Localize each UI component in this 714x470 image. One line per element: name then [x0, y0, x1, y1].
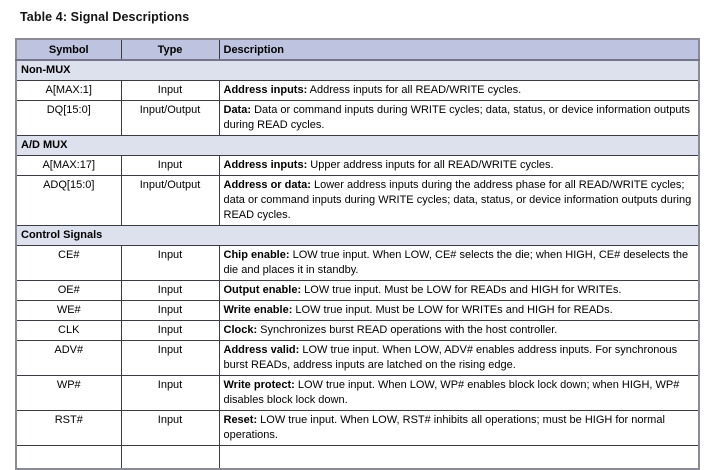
symbol-cell: A[MAX:1]: [15, 80, 122, 101]
description-cell: Write enable: LOW true input. Must be LO…: [218, 300, 700, 321]
description-lead: Clock:: [223, 324, 258, 336]
column-header-symbol: Symbol: [15, 38, 122, 61]
description-lead: Write protect:: [223, 379, 295, 391]
description-cell: Output enable: LOW true input. Must be L…: [218, 280, 700, 301]
table-header: Symbol Type Description: [15, 38, 700, 61]
type-cell: Input: [120, 80, 220, 101]
symbol-cell: WE#: [15, 300, 122, 321]
description-lead: Reset:: [223, 414, 258, 426]
description-cell: Address inputs: Upper address inputs for…: [218, 155, 700, 176]
type-cell: Input: [120, 300, 220, 321]
symbol-cell: CLK: [15, 320, 122, 341]
description-cell: Write protect: LOW true input. When LOW,…: [218, 375, 700, 411]
type-cell: Input: [120, 320, 220, 341]
column-header-description: Description: [218, 38, 700, 61]
description-lead: Chip enable:: [223, 249, 290, 261]
partial-row-cutoff: [15, 445, 700, 470]
type-cell-empty: [120, 445, 220, 470]
description-cell: Address valid: LOW true input. When LOW,…: [218, 340, 700, 376]
description-cell: Address inputs: Address inputs for all R…: [218, 80, 700, 101]
symbol-cell: ADV#: [15, 340, 122, 376]
header-row: Symbol Type Description: [15, 38, 700, 61]
type-cell: Input: [120, 375, 220, 411]
column-header-type: Type: [120, 38, 220, 61]
description-lead: Output enable:: [223, 284, 302, 296]
type-cell: Input: [120, 245, 220, 281]
type-cell: Input: [120, 155, 220, 176]
symbol-cell-empty: [15, 445, 122, 470]
symbol-cell: ADQ[15:0]: [15, 175, 122, 226]
type-cell: Input: [120, 340, 220, 376]
symbol-cell: WP#: [15, 375, 122, 411]
description-cell: Address or data: Lower address inputs du…: [218, 175, 700, 226]
description-cell: Chip enable: LOW true input. When LOW, C…: [218, 245, 700, 281]
section-label: Non-MUX: [15, 59, 700, 81]
description-cell-empty: [218, 445, 700, 470]
description-lead: Address valid:: [223, 344, 300, 356]
section-row-non-mux: Non-MUX: [15, 59, 700, 81]
table-title: Table 4: Signal Descriptions: [20, 10, 190, 24]
section-row-control-signals: Control Signals: [15, 225, 700, 246]
description-lead: Write enable:: [223, 304, 293, 316]
description-lead: Data:: [223, 104, 252, 116]
description-lead: Address or data:: [223, 179, 311, 191]
section-label: Control Signals: [15, 225, 700, 246]
section-label: A/D MUX: [15, 135, 700, 156]
symbol-cell: RST#: [15, 410, 122, 446]
description-lead: Address inputs:: [223, 159, 308, 171]
section-row-a-d-mux: A/D MUX: [15, 135, 700, 156]
type-cell: Input/Output: [120, 175, 220, 226]
description-cell: Data: Data or command inputs during WRIT…: [218, 100, 700, 136]
symbol-cell: DQ[15:0]: [15, 100, 122, 136]
description-cell: Clock: Synchronizes burst READ operation…: [218, 320, 700, 341]
type-cell: Input: [120, 410, 220, 446]
description-lead: Address inputs:: [223, 84, 308, 96]
type-cell: Input: [120, 280, 220, 301]
page: { "title": "Table 4: Signal Descriptions…: [15, 10, 700, 470]
type-cell: Input/Output: [120, 100, 220, 136]
symbol-cell: OE#: [15, 280, 122, 301]
symbol-cell: CE#: [15, 245, 122, 281]
symbol-cell: A[MAX:17]: [15, 155, 122, 176]
description-cell: Reset: LOW true input. When LOW, RST# in…: [218, 410, 700, 446]
